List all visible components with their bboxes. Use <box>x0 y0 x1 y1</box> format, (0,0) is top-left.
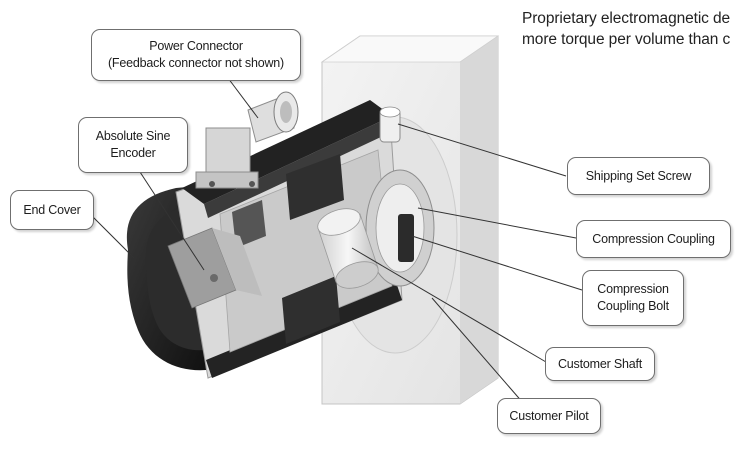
callout-compression-coupling-label: Compression Coupling <box>592 231 715 246</box>
compression-coupling-shape <box>365 169 435 287</box>
callout-shipping-set-screw-label: Shipping Set Screw <box>585 168 692 183</box>
headline: Proprietary electromagnetic de more torq… <box>522 8 740 50</box>
callout-power-connector: Power Connector (Feedback connector not … <box>91 29 301 81</box>
leader-power-connector <box>227 77 259 119</box>
callout-compression-coupling: Compression Coupling <box>576 220 731 258</box>
callout-customer-shaft-label: Customer Shaft <box>557 356 643 371</box>
callout-compression-coupling-bolt: Compression Coupling Bolt <box>582 270 684 326</box>
callout-power-connector-line-2: (Feedback connector not shown) <box>107 56 285 70</box>
headline-line-2: more torque per volume than c <box>522 31 731 48</box>
customer-shaft-shape <box>317 208 379 289</box>
callout-shipping-set-screw: Shipping Set Screw <box>567 157 710 195</box>
callout-end-cover: End Cover <box>10 190 94 230</box>
headline-line-1: Proprietary electromagnetic de <box>522 10 731 27</box>
power-connector-shape <box>195 91 299 189</box>
callout-power-connector-line-1: Power Connector <box>149 39 243 53</box>
leader-absolute-sine-encoder <box>139 171 205 271</box>
callout-compression-coupling-bolt-line-1: Compression <box>597 282 669 296</box>
leader-customer-shaft <box>351 247 547 363</box>
coupling-bolt-shape <box>398 214 414 262</box>
callout-customer-shaft: Customer Shaft <box>545 347 655 381</box>
callout-absolute-sine-encoder-line-2: Encoder <box>110 146 156 160</box>
leader-lines <box>87 77 583 405</box>
callout-absolute-sine-encoder-line-1: Absolute Sine <box>95 129 171 143</box>
callout-compression-coupling-bolt-line-2: Coupling Bolt <box>597 299 669 313</box>
callout-customer-pilot-label: Customer Pilot <box>509 408 589 423</box>
callout-customer-pilot: Customer Pilot <box>497 398 601 434</box>
leader-compression-coupling-bolt <box>411 235 583 291</box>
leader-shipping-set-screw <box>397 123 567 177</box>
leader-customer-pilot <box>431 297 525 405</box>
leader-end-cover <box>87 211 135 259</box>
leader-compression-coupling <box>417 207 577 239</box>
callout-absolute-sine-encoder: Absolute Sine Encoder <box>78 117 188 173</box>
callout-end-cover-label: End Cover <box>23 202 81 217</box>
shipping-set-screw-shape <box>379 106 401 143</box>
encoder-block <box>167 227 262 309</box>
